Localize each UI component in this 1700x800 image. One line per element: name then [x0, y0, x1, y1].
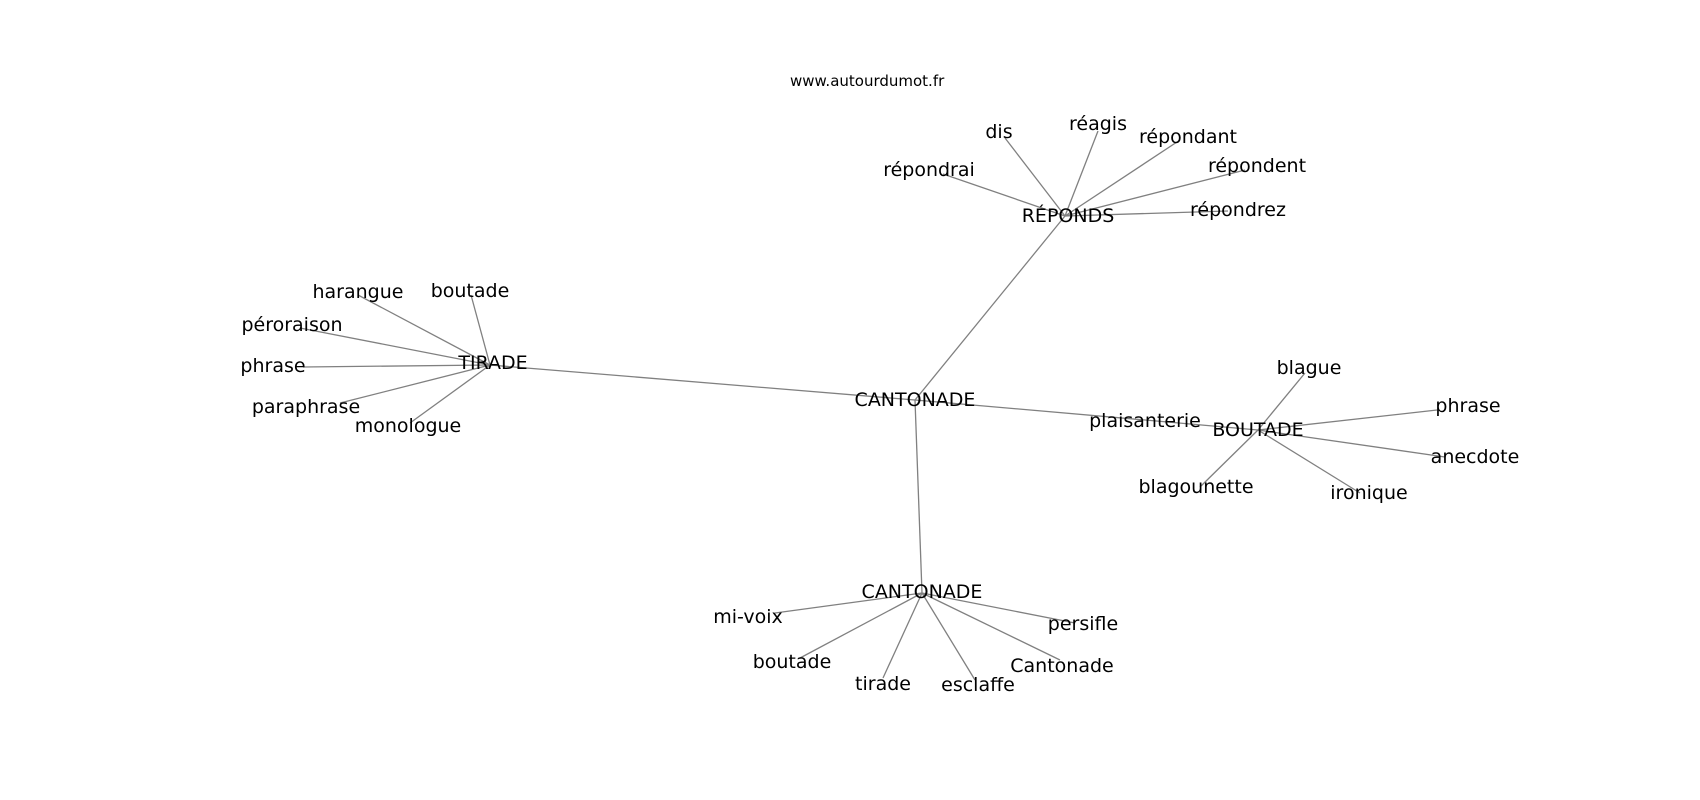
edge-center-tirade	[489, 364, 916, 401]
node-cantonade_c[interactable]: Cantonade	[1010, 655, 1113, 677]
node-dis[interactable]: dis	[985, 121, 1012, 143]
graph-labels: CANTONADE RÉPONDS TIRADE BOUTADE plaisanteri…	[240, 113, 1519, 696]
node-repondrai[interactable]: répondrai	[883, 159, 975, 181]
node-harangue[interactable]: harangue	[313, 281, 404, 303]
edge-tirade-boutade_t	[470, 294, 491, 366]
edge-reponds-repondrai	[942, 173, 1066, 217]
node-reagis[interactable]: réagis	[1069, 113, 1127, 135]
edge-reponds-repondent	[1064, 169, 1246, 217]
graph-edges	[299, 130, 1446, 681]
node-blague[interactable]: blague	[1277, 357, 1342, 379]
edge-center-cantonade2	[914, 399, 923, 594]
edge-boutade_hub-anecdote	[1257, 429, 1446, 458]
edge-boutade_hub-blague	[1257, 372, 1306, 431]
node-cantonade2[interactable]: CANTONADE	[862, 581, 983, 603]
edge-tirade-peroraison	[299, 327, 491, 366]
edge-cantonade2-mivoix	[774, 592, 923, 614]
node-boutade_c[interactable]: boutade	[753, 651, 832, 673]
node-mivoix[interactable]: mi-voix	[713, 606, 783, 628]
edge-tirade-phrase_t	[302, 364, 491, 368]
edge-cantonade2-boutade_c	[799, 592, 923, 659]
node-boutade_t[interactable]: boutade	[431, 280, 510, 302]
node-tirade[interactable]: TIRADE	[457, 352, 527, 374]
node-paraphrase[interactable]: paraphrase	[252, 396, 360, 418]
edge-boutade_hub-phrase_b	[1257, 409, 1438, 431]
edge-cantonade2-cantonade_c	[921, 592, 1061, 661]
edge-reponds-repondrez	[1064, 210, 1229, 217]
edge-boutade_hub-ironique	[1257, 429, 1361, 494]
node-peroraison[interactable]: péroraison	[241, 314, 342, 336]
node-persifle[interactable]: persifle	[1048, 613, 1118, 635]
edge-reponds-dis	[1004, 137, 1066, 217]
edge-cantonade2-tirade_c	[882, 592, 923, 679]
edge-center-plaisanterie	[914, 399, 1146, 421]
edge-tirade-monologue	[409, 364, 491, 424]
node-tirade_c[interactable]: tirade	[855, 673, 911, 695]
node-ironique[interactable]: ironique	[1330, 482, 1407, 504]
edge-center-reponds	[914, 215, 1066, 401]
node-phrase_b[interactable]: phrase	[1435, 395, 1500, 417]
edge-boutade_hub-blagounette	[1199, 429, 1259, 488]
node-repondent[interactable]: répondent	[1208, 155, 1306, 177]
node-blagounette[interactable]: blagounette	[1138, 476, 1253, 498]
node-anecdote[interactable]: anecdote	[1431, 446, 1520, 468]
node-reponds[interactable]: RÉPONDS	[1022, 204, 1115, 227]
edge-reponds-reagis	[1064, 130, 1099, 217]
edge-cantonade2-esclaffe	[921, 592, 976, 681]
node-boutade_hub[interactable]: BOUTADE	[1212, 419, 1303, 441]
site-watermark: www.autourdumot.fr	[790, 72, 945, 90]
node-phrase_t[interactable]: phrase	[240, 355, 305, 377]
edge-tirade-paraphrase	[339, 364, 491, 404]
edge-reponds-repondant	[1064, 139, 1181, 217]
edge-plaisanterie-boutade_hub	[1144, 419, 1259, 431]
node-repondrez[interactable]: répondrez	[1190, 199, 1286, 221]
node-monologue[interactable]: monologue	[355, 415, 462, 437]
node-plaisanterie[interactable]: plaisanterie	[1089, 410, 1201, 432]
node-repondant[interactable]: répondant	[1139, 126, 1237, 148]
edge-cantonade2-persifle	[921, 592, 1076, 624]
edge-tirade-harangue	[357, 294, 491, 366]
node-center[interactable]: CANTONADE	[855, 389, 976, 411]
node-esclaffe[interactable]: esclaffe	[941, 674, 1015, 696]
